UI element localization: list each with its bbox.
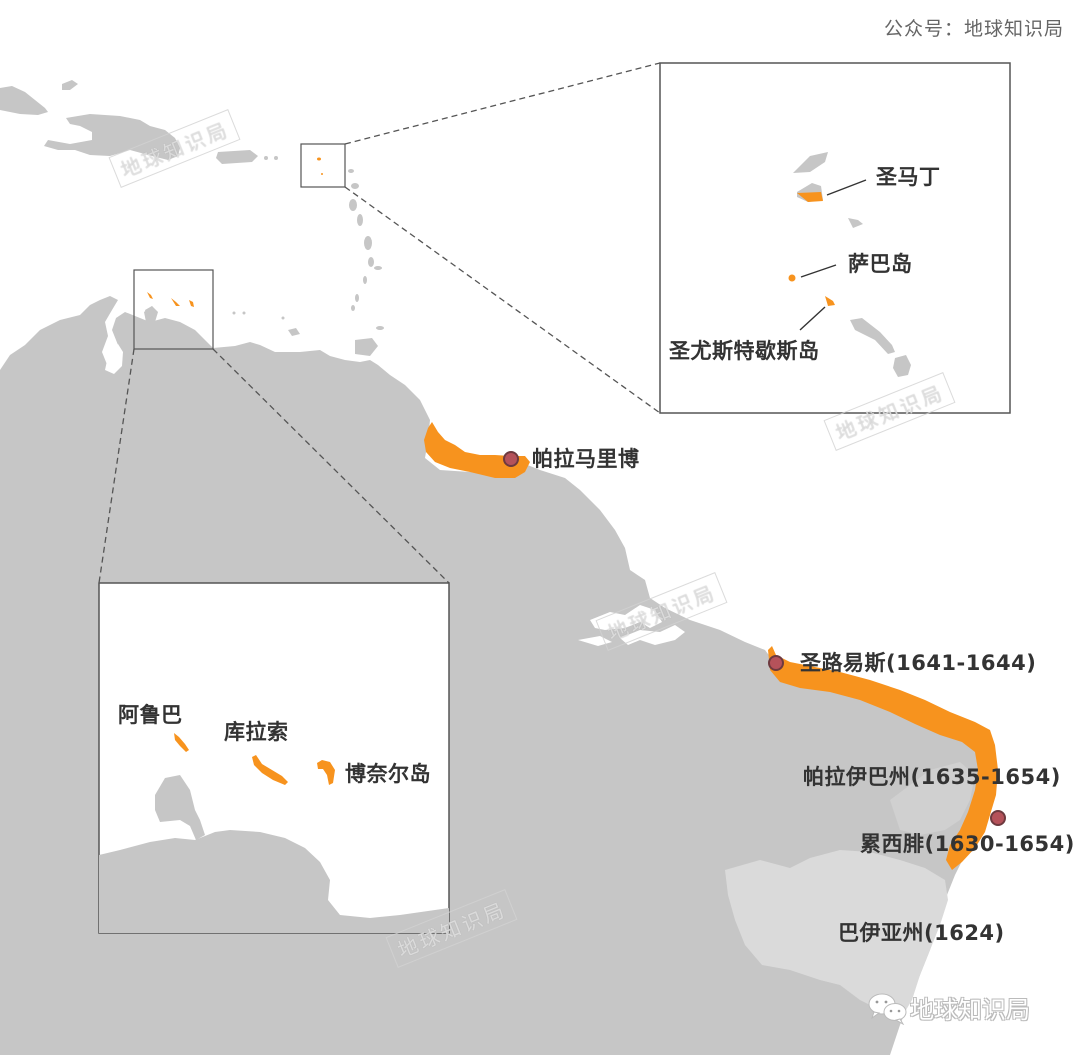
- label-bonaire: 博奈尔岛: [345, 762, 431, 786]
- inset-leeward: [659, 62, 1011, 414]
- label-sint-eustatius: 圣尤斯特歇斯岛: [669, 339, 820, 363]
- dutch-territory: [424, 422, 998, 870]
- recife-dot: [990, 810, 1006, 826]
- city-markers: [503, 451, 1006, 826]
- label-recife: 累西腓(1630-1654): [860, 832, 1075, 856]
- label-saba: 萨巴岛: [848, 252, 913, 276]
- sao-luis-dot: [768, 655, 784, 671]
- label-paraiba: 帕拉伊巴州(1635-1654): [803, 765, 1061, 789]
- inset-connectors: [98, 62, 661, 584]
- caribbean-islands: [0, 80, 384, 356]
- amazon-delta: [578, 605, 685, 646]
- locator-boxes: [133, 143, 346, 350]
- label-sao-luis: 圣路易斯(1641-1644): [800, 651, 1037, 675]
- wechat-brand: 地球知识局: [866, 990, 1030, 1025]
- pernambuco-region: [890, 762, 975, 835]
- label-aruba: 阿鲁巴: [118, 703, 183, 727]
- label-sint-maarten: 圣马丁: [876, 165, 941, 189]
- bahia-region: [725, 850, 948, 1020]
- label-bahia: 巴伊亚州(1624): [838, 921, 1005, 945]
- wechat-icon: [868, 993, 907, 1025]
- inset-abc: [98, 582, 450, 934]
- credit-text: 公众号：地球知识局: [883, 18, 1064, 40]
- wechat-brand-text: 地球知识局: [910, 996, 1030, 1024]
- label-paramaribo: 帕拉马里博: [532, 447, 640, 471]
- lake-maracaibo: [105, 344, 123, 374]
- paramaribo-dot: [503, 451, 519, 467]
- label-curacao: 库拉索: [224, 720, 289, 744]
